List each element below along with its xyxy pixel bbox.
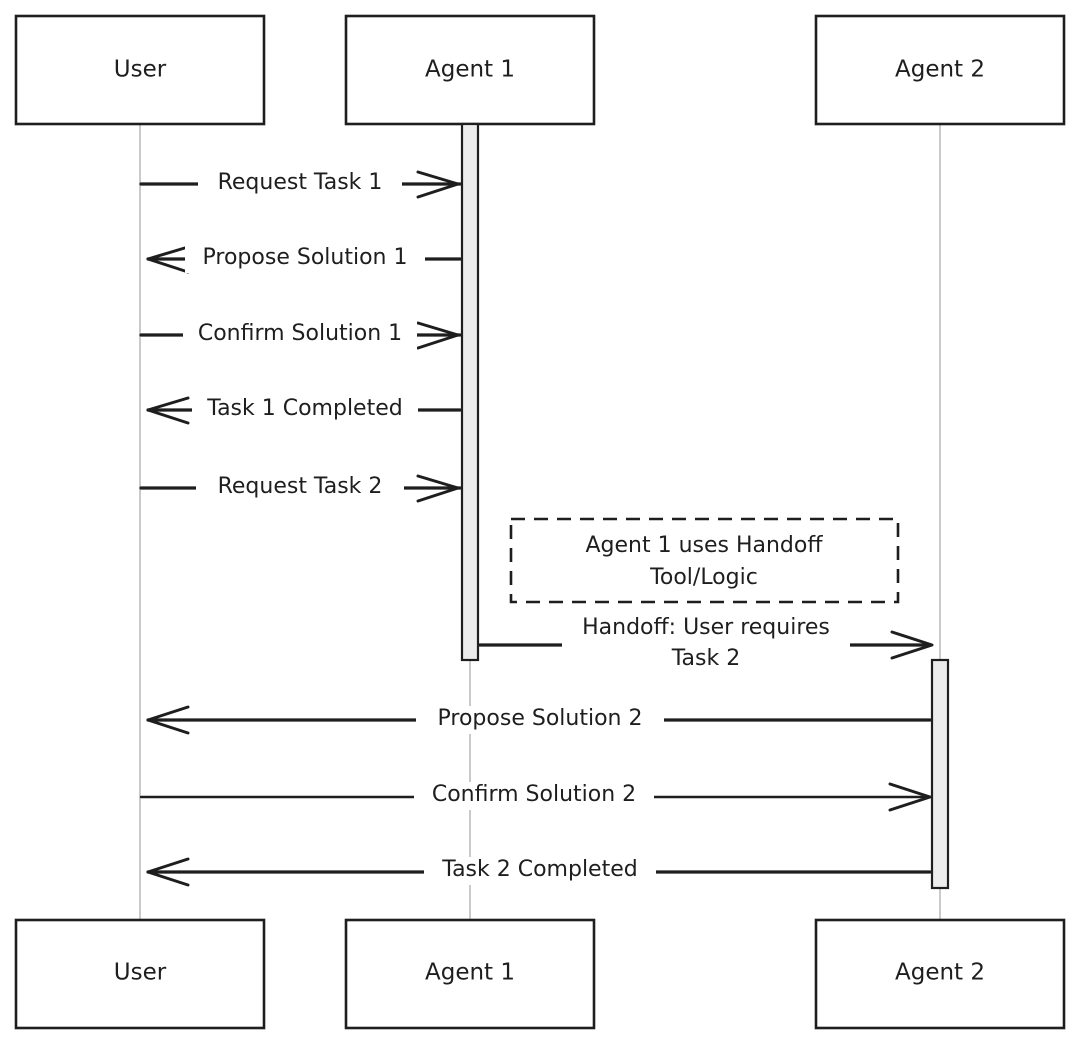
message-handoff: Handoff: User requires Task 2: [477, 614, 934, 674]
message-label: Confirm Solution 1: [198, 321, 402, 346]
participant-user-label: User: [114, 57, 167, 83]
participant-agent2-bottom: Agent 2: [814, 918, 1066, 1030]
message-label: Propose Solution 2: [438, 706, 643, 731]
message-request-task-1: Request Task 1: [139, 170, 462, 199]
participant-user-bottom: User: [14, 918, 266, 1030]
message-task-2-completed: Task 2 Completed: [146, 857, 932, 887]
note-handoff: Agent 1 uses Handoff Tool/Logic: [509, 517, 900, 604]
message-confirm-solution-1: Confirm Solution 1: [139, 321, 462, 350]
activation-agent1: [460, 122, 480, 662]
message-request-task-2: Request Task 2: [139, 474, 462, 503]
message-confirm-solution-2: Confirm Solution 2: [139, 782, 932, 812]
participant-agent2-top: Agent 2: [814, 14, 1066, 126]
message-label: Request Task 2: [218, 474, 383, 499]
message-propose-solution-2: Propose Solution 2: [146, 705, 932, 735]
participant-agent1-label: Agent 1: [425, 57, 515, 83]
note-line-1: Agent 1 uses Handoff: [585, 533, 823, 558]
participant-user-label: User: [114, 960, 167, 986]
message-label: Confirm Solution 2: [432, 782, 636, 807]
message-label-line-1: Handoff: User requires: [582, 615, 830, 640]
message-label: Task 1 Completed: [206, 396, 402, 421]
message-label: Request Task 1: [218, 170, 383, 195]
message-propose-solution-1: Propose Solution 1: [146, 245, 462, 274]
message-label: Task 2 Completed: [441, 857, 637, 882]
message-task-1-completed: Task 1 Completed: [146, 396, 462, 425]
participant-agent2-label: Agent 2: [895, 960, 985, 986]
message-label-line-2: Task 2: [671, 646, 740, 671]
activation-agent2: [930, 658, 950, 890]
note-line-2: Tool/Logic: [649, 565, 758, 590]
participant-agent1-top: Agent 1: [344, 14, 596, 126]
participant-agent1-label: Agent 1: [425, 960, 515, 986]
message-label: Propose Solution 1: [203, 245, 408, 270]
participant-user-top: User: [14, 14, 266, 126]
participant-agent1-bottom: Agent 1: [344, 918, 596, 1030]
participant-agent2-label: Agent 2: [895, 57, 985, 83]
